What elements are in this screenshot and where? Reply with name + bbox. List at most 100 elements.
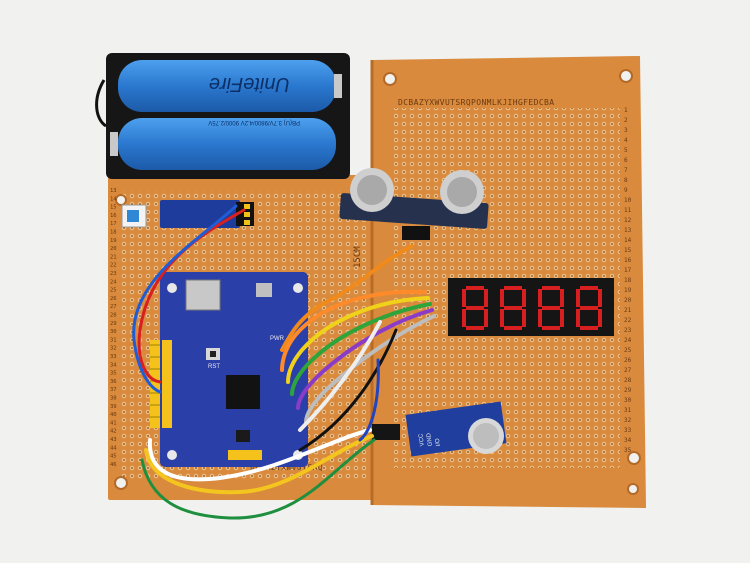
display-segment bbox=[538, 289, 542, 307]
row-number-left: 13 bbox=[110, 188, 117, 194]
display-segment bbox=[500, 309, 504, 327]
row-number-right: 29 bbox=[624, 387, 632, 394]
row-number-right: 9 bbox=[624, 187, 628, 194]
display-segment bbox=[504, 306, 522, 310]
display-segment bbox=[466, 286, 484, 290]
row-number-right: 30 bbox=[624, 397, 632, 404]
sd-card-slot bbox=[185, 279, 221, 311]
row-number-right: 32 bbox=[624, 417, 632, 424]
display-digits bbox=[462, 286, 602, 330]
display-segment bbox=[538, 309, 542, 327]
row-number-left: 39 bbox=[110, 404, 117, 410]
battery-cell-top bbox=[118, 60, 336, 112]
row-number-right: 7 bbox=[624, 167, 628, 174]
display-segment bbox=[598, 309, 602, 327]
display-segment bbox=[598, 289, 602, 307]
row-number-left: 36 bbox=[110, 379, 117, 385]
sound-pin-vcc: VCC bbox=[418, 433, 426, 447]
row-number-left: 32 bbox=[110, 346, 117, 352]
row-number-left: 29 bbox=[110, 321, 117, 327]
row-number-left: 18 bbox=[110, 230, 117, 236]
row-number-right: 18 bbox=[624, 277, 632, 284]
display-digit bbox=[500, 286, 526, 330]
display-segment bbox=[580, 286, 598, 290]
row-number-left: 40 bbox=[110, 412, 117, 418]
row-number-left: 28 bbox=[110, 313, 117, 319]
row-number-left: 42 bbox=[110, 429, 117, 435]
row-number-left: 26 bbox=[110, 296, 117, 302]
row-number-left: 33 bbox=[110, 354, 117, 360]
mcu-board: RST PWR bbox=[150, 272, 308, 467]
row-number-left: 21 bbox=[110, 254, 117, 260]
row-number-right: 31 bbox=[624, 407, 632, 414]
row-number-right: 27 bbox=[624, 367, 632, 374]
battery-spec-text: PB(U) 3.7V/9800/4.2V 9000/2.75V bbox=[208, 119, 300, 125]
row-number-right: 5 bbox=[624, 147, 628, 154]
display-segment bbox=[542, 286, 560, 290]
row-number-left: 44 bbox=[110, 445, 117, 451]
sound-sensor: VCC GND I/O bbox=[372, 401, 507, 457]
seven-segment-display bbox=[448, 278, 614, 336]
battery-holder: UniteFire PB(U) 3.7V/9800/4.2V 9000/2.75… bbox=[95, 53, 350, 179]
row-number-left: 19 bbox=[110, 238, 117, 244]
reset-label: RST bbox=[208, 364, 220, 370]
row-number-right: 16 bbox=[624, 257, 632, 264]
row-number-right: 33 bbox=[624, 427, 632, 434]
row-number-left: 31 bbox=[110, 337, 117, 343]
row-number-left: 16 bbox=[110, 213, 117, 219]
sound-pin-io: I/O bbox=[435, 437, 442, 446]
sound-pin-gnd: GND bbox=[426, 432, 434, 447]
row-numbers-right: 1234567891011121314151617181920212223242… bbox=[624, 107, 632, 454]
row-number-left: 17 bbox=[110, 221, 117, 227]
column-letters-bottom: DCBAZYXWVUTSRQ bbox=[250, 463, 323, 472]
row-number-right: 22 bbox=[624, 317, 632, 324]
ultrasonic-sensor bbox=[339, 168, 489, 240]
row-number-right: 12 bbox=[624, 217, 632, 224]
row-number-left: 24 bbox=[110, 279, 117, 285]
battery-brand-text: UniteFire bbox=[209, 73, 290, 95]
row-number-left: 14 bbox=[110, 196, 117, 202]
row-number-right: 24 bbox=[624, 337, 632, 344]
display-digit bbox=[462, 286, 488, 330]
display-segment bbox=[576, 289, 580, 307]
display-segment bbox=[542, 326, 560, 330]
row-number-right: 14 bbox=[624, 237, 632, 244]
row-number-left: 34 bbox=[110, 362, 117, 368]
display-segment bbox=[466, 306, 484, 310]
row-number-left: 30 bbox=[110, 329, 117, 335]
row-number-right: 34 bbox=[624, 437, 632, 444]
display-segment bbox=[462, 289, 466, 307]
mcu-chip bbox=[226, 375, 260, 409]
row-number-right: 20 bbox=[624, 297, 632, 304]
column-letters-top: DCBAZYXWVUTSRQPONMLKJIHGFEDCBA bbox=[398, 98, 555, 107]
display-segment bbox=[504, 286, 522, 290]
row-number-left: 23 bbox=[110, 271, 117, 277]
display-digit bbox=[576, 286, 602, 330]
usb-port bbox=[256, 283, 272, 297]
row-number-left: 15 bbox=[110, 205, 117, 211]
display-segment bbox=[560, 309, 564, 327]
row-number-left: 25 bbox=[110, 288, 117, 294]
row-number-right: 23 bbox=[624, 327, 632, 334]
row-number-left: 27 bbox=[110, 304, 117, 310]
display-segment bbox=[542, 306, 560, 310]
display-segment bbox=[522, 289, 526, 307]
mcu-headers bbox=[150, 340, 262, 460]
row-number-right: 2 bbox=[624, 117, 628, 124]
display-segment bbox=[500, 289, 504, 307]
row-number-left: 46 bbox=[110, 462, 117, 468]
dimension-label: 15CM bbox=[353, 246, 363, 268]
display-segment bbox=[560, 289, 564, 307]
row-number-right: 3 bbox=[624, 127, 628, 134]
row-number-right: 21 bbox=[624, 307, 632, 314]
row-number-right: 11 bbox=[624, 207, 632, 214]
row-number-right: 10 bbox=[624, 197, 632, 204]
display-segment bbox=[462, 309, 466, 327]
display-segment bbox=[484, 309, 488, 327]
display-segment bbox=[484, 289, 488, 307]
row-number-right: 4 bbox=[624, 137, 628, 144]
row-number-right: 26 bbox=[624, 357, 632, 364]
row-number-left: 43 bbox=[110, 437, 117, 443]
row-number-right: 35 bbox=[624, 447, 632, 454]
